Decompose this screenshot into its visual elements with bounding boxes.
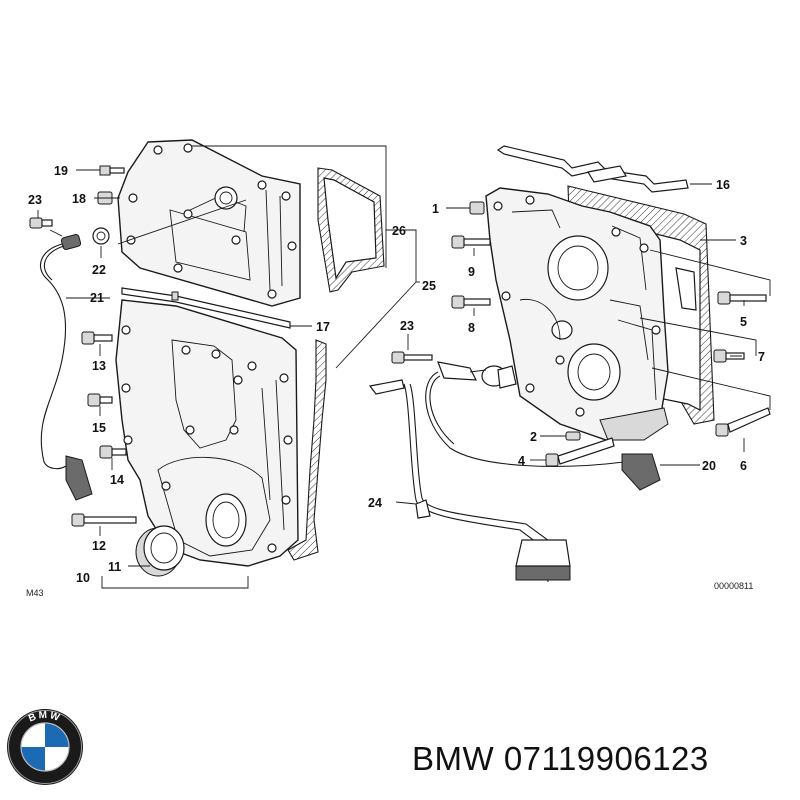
callout-19: 19 xyxy=(54,164,68,178)
figure-code-right: 00000811 xyxy=(714,581,753,591)
sensor-right xyxy=(437,361,517,389)
bolt-6 xyxy=(715,407,771,437)
callout-5: 5 xyxy=(740,315,747,329)
bolt-12 xyxy=(71,513,137,527)
gasket-16 xyxy=(496,145,689,193)
bolt-1 xyxy=(469,201,485,215)
callout-13: 13 xyxy=(92,359,106,373)
seal-ring-11 xyxy=(135,525,185,577)
front-housing xyxy=(485,187,669,441)
bolt-23-right xyxy=(391,351,433,364)
callout-6: 6 xyxy=(740,459,747,473)
callout-26: 26 xyxy=(392,224,406,238)
bmw-logo-icon: BMW xyxy=(7,709,83,785)
callout-23-left: 23 xyxy=(28,193,42,207)
callout-3: 3 xyxy=(740,234,747,248)
o-ring-22 xyxy=(92,227,110,245)
callout-11: 11 xyxy=(108,560,121,574)
callout-22: 22 xyxy=(92,263,106,277)
callout-7: 7 xyxy=(758,350,765,364)
dipstick-tube-24 xyxy=(368,379,571,583)
bolt-4 xyxy=(545,437,615,467)
callout-25: 25 xyxy=(422,279,436,293)
callout-8: 8 xyxy=(468,321,475,335)
part-number: 07119906123 xyxy=(503,740,709,777)
logo-lettering: BMW xyxy=(27,710,63,725)
upper-cover-gasket xyxy=(317,167,385,293)
callout-14: 14 xyxy=(110,473,124,487)
callout-1: 1 xyxy=(432,202,439,216)
upper-timing-cover xyxy=(117,139,301,307)
bolt-23-left xyxy=(29,217,53,229)
callout-24: 24 xyxy=(368,496,382,510)
lower-cover-gasket xyxy=(287,339,327,561)
bolt-9 xyxy=(451,235,491,249)
callout-labels: 19 18 23 22 21 26 25 17 13 15 14 12 10 1… xyxy=(26,164,765,598)
callout-15: 15 xyxy=(92,421,106,435)
callout-9: 9 xyxy=(468,265,475,279)
sensor-21 xyxy=(39,234,93,501)
bolt-14 xyxy=(99,445,127,459)
callout-10: 10 xyxy=(76,571,90,585)
callout-18: 18 xyxy=(72,192,86,206)
bolt-19 xyxy=(99,165,125,176)
bolt-8 xyxy=(451,295,491,309)
pin-2 xyxy=(565,431,581,441)
bolt-13 xyxy=(81,331,113,345)
callout-20: 20 xyxy=(702,459,716,473)
brand-name: BMW xyxy=(412,740,495,777)
gasket-17 xyxy=(121,287,291,329)
figure-code-left: M43 xyxy=(26,588,44,598)
leader-lines xyxy=(37,145,771,589)
lower-timing-cover xyxy=(115,299,299,567)
bolt-5 xyxy=(717,291,767,305)
callout-21: 21 xyxy=(90,291,104,305)
callout-16: 16 xyxy=(716,178,730,192)
bolt-15 xyxy=(87,393,113,407)
callout-12: 12 xyxy=(92,539,106,553)
callout-2: 2 xyxy=(530,430,537,444)
part-label: BMW 07119906123 xyxy=(412,740,709,778)
callout-23-right: 23 xyxy=(400,319,414,333)
sensor-cable-20 xyxy=(425,371,661,491)
callout-17: 17 xyxy=(316,320,330,334)
callout-4: 4 xyxy=(518,454,525,468)
